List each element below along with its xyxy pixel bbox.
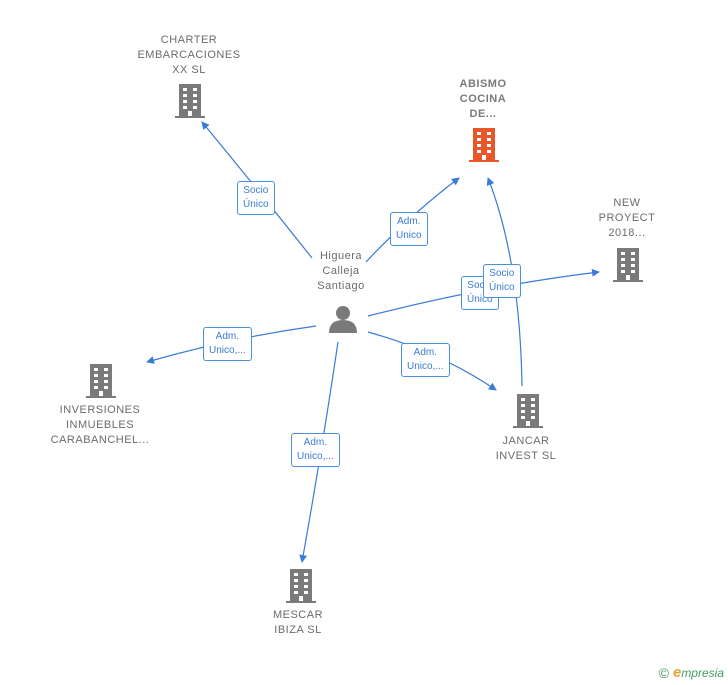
node-label-inversiones[interactable]: INVERSIONES INMUEBLES CARABANCHEL... (51, 403, 150, 448)
label-line: Higuera (319, 250, 363, 262)
building-icon-jancar[interactable] (513, 394, 543, 428)
edge-label-line: Unico (396, 230, 422, 241)
footer-brand[interactable]: © empresia (659, 664, 724, 681)
building-icon-inversiones[interactable] (86, 364, 116, 398)
label-line: IBIZA SL (274, 624, 322, 636)
edge-label-line: Unico,... (297, 451, 334, 462)
edge-label-abismo[interactable]: Adm. Unico (390, 212, 428, 246)
edge-label-line: Unico,... (209, 345, 246, 356)
label-line: INVEST SL (495, 450, 557, 462)
label-line: INVERSIONES (59, 404, 141, 416)
brand-logo: empresia (673, 664, 724, 681)
label-line: JANCAR (502, 435, 550, 447)
edge-label-line: Único (243, 199, 269, 210)
edge-label-line: Adm. (303, 437, 328, 448)
building-icon-abismo[interactable] (469, 128, 499, 162)
label-line: PROYECT (598, 212, 656, 224)
label-line: XX SL (172, 64, 206, 76)
building-icon-charter[interactable] (175, 84, 205, 118)
edge-label-line: Socio (489, 268, 515, 279)
label-line: Calleja (322, 265, 360, 277)
person-icon[interactable] (329, 306, 357, 333)
edge-label-mescar[interactable]: Adm. Unico,... (291, 433, 340, 467)
node-label-charter[interactable]: CHARTER EMBARCACIONES XX SL (137, 33, 240, 78)
edge-label-line: Único (467, 294, 493, 305)
label-line: CHARTER (160, 34, 218, 46)
brand-name: mpresia (681, 666, 724, 680)
label-line: DE... (469, 108, 497, 120)
building-icon-mescar[interactable] (286, 569, 316, 603)
node-label-jancar[interactable]: JANCAR INVEST SL (496, 434, 557, 464)
label-line: ABISMO (459, 78, 507, 90)
label-line: Santiago (317, 280, 365, 292)
label-line: MESCAR (272, 609, 324, 621)
edge-label-line: Socio (467, 280, 493, 291)
label-line: EMBARCACIONES (137, 49, 241, 61)
edge-label-line: Adm. (215, 331, 240, 342)
copyright-icon: © (658, 664, 669, 681)
node-label-mescar[interactable]: MESCAR IBIZA SL (273, 608, 323, 638)
node-label-abismo[interactable]: ABISMO COCINA DE... (460, 77, 507, 122)
label-line: 2018... (608, 227, 646, 239)
edge-label-inversiones[interactable]: Adm. Unico,... (203, 327, 252, 361)
edge-label-charter[interactable]: Socio Único (237, 181, 275, 215)
edge-label-jancar[interactable]: Adm. Unico,... (401, 343, 450, 377)
label-line: COCINA (459, 93, 507, 105)
label-line: INMUEBLES (65, 419, 135, 431)
edge-label-line: Adm. (397, 216, 421, 227)
node-label-person[interactable]: Higuera Calleja Santiago (317, 249, 364, 294)
building-icon-new-proyect[interactable] (613, 248, 643, 282)
brand-initial: e (672, 664, 682, 681)
edge-label-line: Socio (243, 185, 269, 196)
edge-label-jancar-abismo[interactable]: Socio Único (483, 264, 521, 298)
edge-label-line: Unico,... (407, 361, 444, 372)
label-line: CARABANCHEL... (50, 434, 150, 446)
label-line: NEW (613, 197, 641, 209)
edge-label-line: Adm. (413, 347, 438, 358)
edge-label-line: Único (489, 282, 515, 293)
node-label-new-proyect[interactable]: NEW PROYECT 2018... (599, 196, 656, 241)
